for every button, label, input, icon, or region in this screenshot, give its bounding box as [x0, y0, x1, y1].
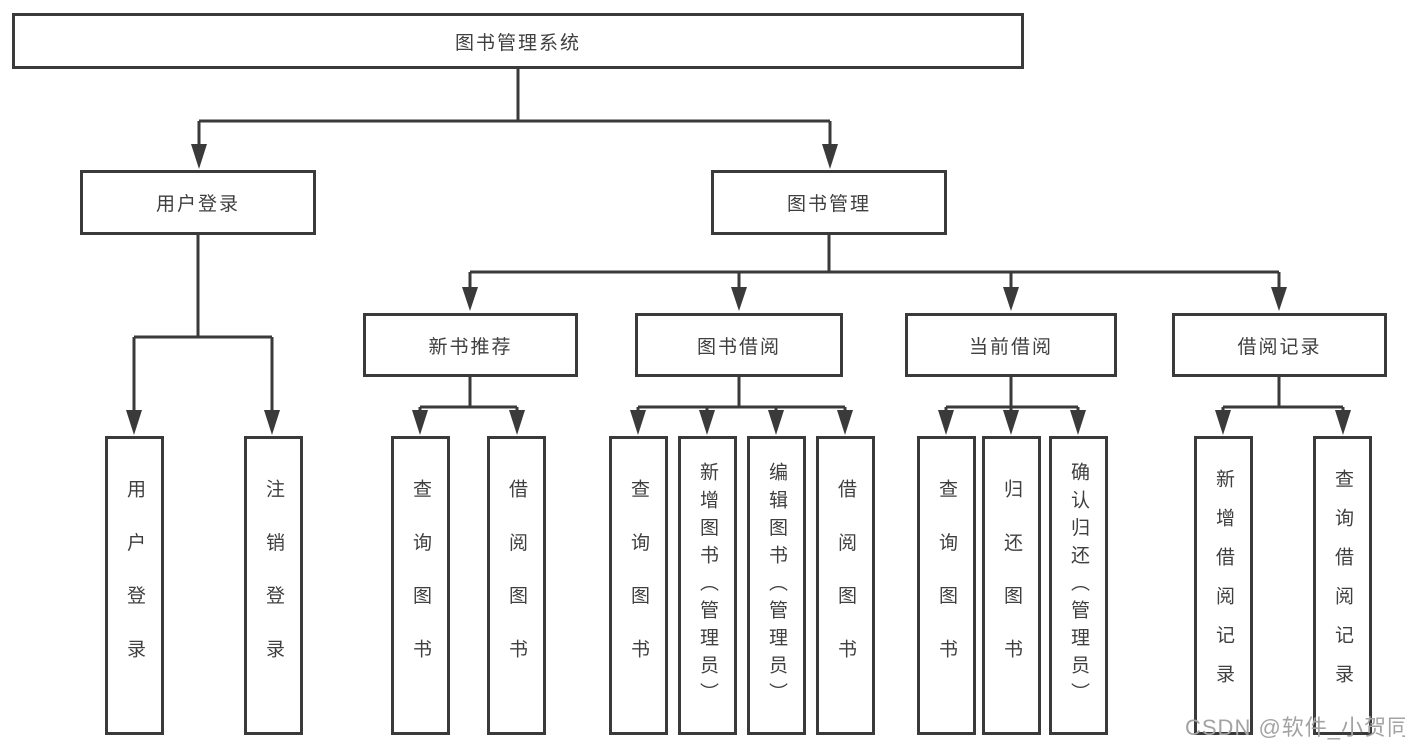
node-book-management: 图书管理	[711, 170, 947, 235]
leaf-confirm-return-admin: 确认归还（管理员）	[1049, 436, 1108, 735]
leaf-add-borrow-record: 新增借阅记录	[1194, 436, 1253, 735]
leaf-borrow-books-recommend: 借阅图书	[487, 436, 546, 735]
leaf-user-login: 用户登录	[105, 436, 164, 735]
leaf-edit-books-admin: 编辑图书（管理员）	[747, 436, 806, 735]
leaf-query-books-current: 查询图书	[917, 436, 976, 735]
node-book-borrowing: 图书借阅	[635, 313, 843, 377]
node-user-login: 用户登录	[80, 170, 316, 235]
leaf-logout: 注销登录	[244, 436, 303, 735]
node-library-management-system: 图书管理系统	[12, 13, 1024, 69]
leaf-query-books-borrowing: 查询图书	[609, 436, 668, 735]
leaf-return-books: 归还图书	[982, 436, 1041, 735]
leaf-query-borrow-record: 查询借阅记录	[1313, 436, 1372, 735]
node-new-book-recommendation: 新书推荐	[363, 313, 578, 377]
leaf-borrow-books-borrowing: 借阅图书	[816, 436, 875, 735]
node-current-borrowing: 当前借阅	[905, 313, 1117, 377]
leaf-add-books-admin: 新增图书（管理员）	[678, 436, 737, 735]
watermark-text: CSDN @软件_小贺同学	[1185, 715, 1405, 740]
node-borrowing-records: 借阅记录	[1172, 313, 1387, 377]
leaf-query-books-recommend: 查询图书	[391, 436, 450, 735]
